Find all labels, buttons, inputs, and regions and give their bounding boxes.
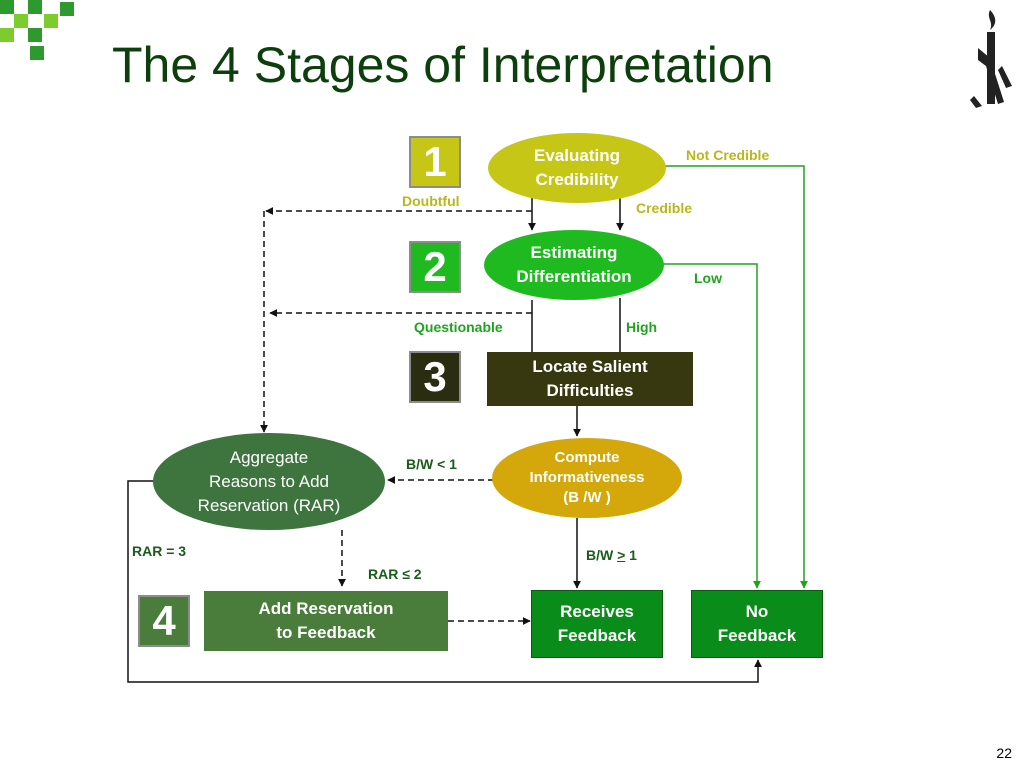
- compute-informativeness-node: Compute Informativeness (B /W ): [492, 438, 682, 518]
- emblem-logo-icon: [970, 10, 1012, 108]
- estimating-differentiation-node: Estimating Differentiation: [484, 230, 664, 300]
- checker-logo-icon: [0, 0, 74, 60]
- locate-salient-difficulties-node: Locate Salient Difficulties: [487, 352, 693, 406]
- label-bw-lt-1: B/W < 1: [406, 456, 457, 472]
- aggregate-rar-node: Aggregate Reasons to Add Reservation (RA…: [153, 433, 385, 530]
- stage-3-badge: 3: [409, 351, 461, 403]
- label-rar-le-2: RAR ≤ 2: [368, 566, 422, 582]
- label-questionable: Questionable: [414, 319, 503, 335]
- label-low: Low: [694, 270, 722, 286]
- label-doubtful: Doubtful: [402, 193, 460, 209]
- label-credible: Credible: [636, 200, 693, 216]
- label-bw-ge-symbol: >: [617, 547, 626, 563]
- receives-feedback-node: Receives Feedback: [531, 590, 663, 658]
- page-title: The 4 Stages of Interpretation: [112, 37, 774, 93]
- stage-1-badge: 1: [409, 136, 461, 188]
- stage-4-badge: 4: [138, 595, 190, 647]
- label-not-credible: Not Credible: [686, 147, 770, 163]
- stage-2-badge: 2: [409, 241, 461, 293]
- label-bw-ge-1: B/W > 1: [586, 548, 637, 562]
- label-bw-ge-prefix: B/W: [586, 547, 618, 563]
- evaluating-credibility-node: Evaluating Credibility: [488, 133, 666, 203]
- green-not-credible: [664, 165, 808, 589]
- label-bw-ge-suffix: 1: [625, 547, 637, 563]
- label-rar-3: RAR = 3: [132, 543, 187, 559]
- label-high: High: [626, 319, 658, 335]
- line-rar-3: [127, 480, 762, 683]
- no-feedback-node: No Feedback: [691, 590, 823, 658]
- page-number: 22: [996, 745, 1012, 761]
- add-reservation-node: Add Reservation to Feedback: [204, 591, 448, 651]
- green-low: [662, 263, 761, 589]
